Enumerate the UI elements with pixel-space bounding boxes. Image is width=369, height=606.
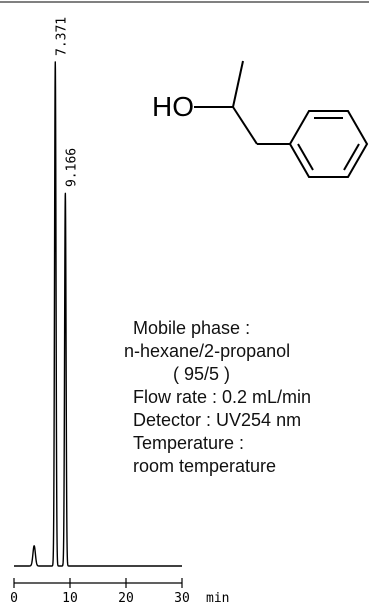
chemical-structure: HO bbox=[152, 60, 369, 178]
bond-methyl bbox=[232, 60, 244, 108]
detector: Detector : UV254 nm bbox=[133, 410, 302, 430]
x-tick-label-20: 20 bbox=[118, 591, 134, 606]
mobile-phase-label: Mobile phase : bbox=[133, 318, 251, 338]
x-tick-label-10: 10 bbox=[62, 591, 78, 606]
mobile-phase-ratio: ( 95/5 ) bbox=[173, 364, 231, 384]
ring-double-bond-left bbox=[297, 143, 314, 171]
peak-label-2: 9.166 bbox=[64, 148, 79, 187]
flow-rate: Flow rate : 0.2 mL/min bbox=[133, 387, 312, 407]
x-tick-label-0: 0 bbox=[10, 591, 18, 606]
chromatogram-trace bbox=[13, 61, 183, 567]
benzene-ring bbox=[288, 110, 369, 178]
x-axis-unit: min bbox=[206, 591, 229, 606]
x-tick-label-30: 30 bbox=[174, 591, 190, 606]
hydroxyl-label: HO bbox=[152, 91, 194, 122]
bond-c-ch2 bbox=[232, 106, 258, 145]
temperature-value: room temperature bbox=[133, 456, 277, 476]
peak-label-1: 7.371 bbox=[54, 17, 69, 56]
ring-double-bond-right bbox=[343, 143, 360, 171]
temperature-label: Temperature : bbox=[133, 433, 245, 453]
mobile-phase-value: n-hexane/2-propanol bbox=[124, 341, 291, 361]
